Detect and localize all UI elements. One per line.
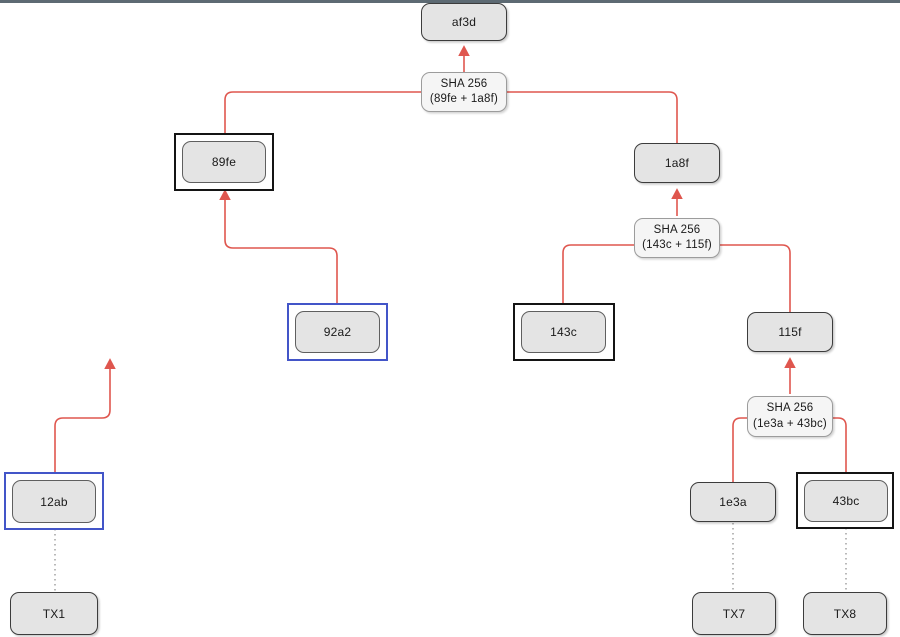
- edge-143c-to-shamid: [562, 244, 634, 311]
- hash-node-sha-low[interactable]: SHA 256 (1e3a + 43bc): [747, 396, 833, 437]
- node-tx7-label: TX7: [722, 606, 746, 621]
- node-143c[interactable]: 143c: [521, 311, 606, 353]
- node-tx1[interactable]: TX1: [10, 592, 98, 635]
- node-1e3a-label: 1e3a: [719, 495, 747, 509]
- node-89fe-label: 89fe: [211, 155, 237, 169]
- hash-node-sha-mid-line2: (143c + 115f): [642, 239, 712, 251]
- node-12ab-label: 12ab: [40, 494, 68, 509]
- node-1e3a[interactable]: 1e3a: [690, 482, 776, 522]
- hash-node-sha-top-line2: (89fe + 1a8f): [429, 93, 499, 105]
- node-af3d[interactable]: af3d: [421, 3, 507, 41]
- edge-115f-to-shamid: [720, 244, 791, 312]
- node-tx1-label: TX1: [42, 606, 66, 621]
- edge-43bc-to-shalow: [833, 417, 847, 480]
- node-92a2[interactable]: 92a2: [295, 311, 380, 353]
- node-af3d-label: af3d: [451, 15, 477, 29]
- hash-node-sha-top[interactable]: SHA 256 (89fe + 1a8f): [421, 72, 507, 112]
- node-1a8f-label: 1a8f: [664, 156, 690, 170]
- edge-92a2-to-89fe: [219, 189, 338, 311]
- node-43bc[interactable]: 43bc: [804, 480, 888, 522]
- node-tx8-label: TX8: [833, 606, 857, 621]
- node-143c-label: 143c: [550, 325, 577, 339]
- node-115f-label: 115f: [778, 325, 802, 339]
- node-12ab[interactable]: 12ab: [12, 480, 96, 523]
- node-92a2-label: 92a2: [323, 325, 352, 339]
- node-115f[interactable]: 115f: [747, 312, 833, 352]
- edge-1a8f-to-shatop: [507, 91, 678, 143]
- edge-1e3a-to-shalow: [732, 417, 747, 482]
- window-top-border: [0, 0, 900, 3]
- hash-node-sha-mid-line1: SHA 256: [653, 223, 701, 236]
- node-tx7[interactable]: TX7: [692, 592, 776, 635]
- hash-node-sha-mid[interactable]: SHA 256 (143c + 115f): [634, 218, 720, 258]
- hash-node-sha-low-line2: (1e3a + 43bc): [753, 417, 827, 430]
- hash-node-sha-top-line1: SHA 256: [440, 77, 488, 90]
- hash-node-sha-low-line1: SHA 256: [766, 402, 814, 415]
- node-1a8f[interactable]: 1a8f: [634, 143, 720, 183]
- node-89fe[interactable]: 89fe: [182, 141, 266, 183]
- edge-12ab-up: [54, 358, 116, 480]
- node-43bc-label: 43bc: [832, 494, 860, 508]
- node-tx8[interactable]: TX8: [803, 592, 887, 635]
